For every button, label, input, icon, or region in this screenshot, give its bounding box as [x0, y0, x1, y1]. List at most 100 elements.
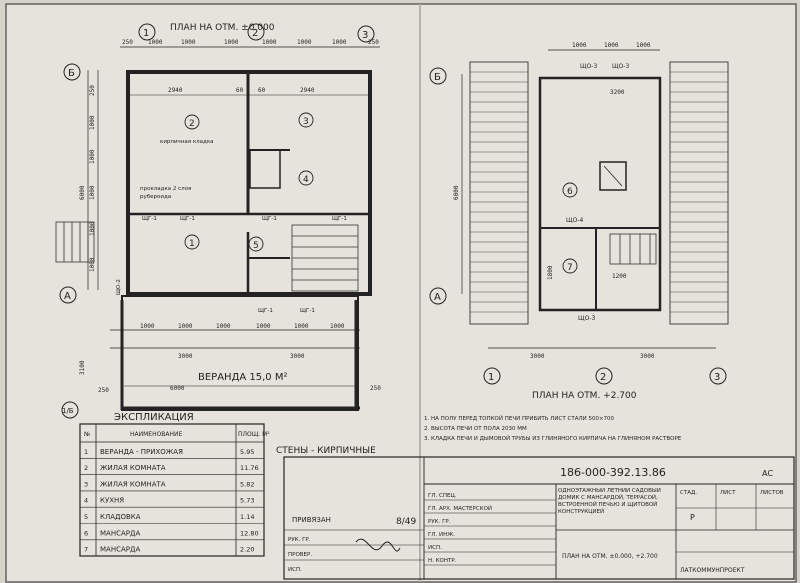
right-axis-b: Б	[429, 67, 447, 85]
sig-row-2: ИСП.	[288, 567, 302, 573]
right-axis-1: 1	[483, 367, 501, 385]
row-name: ЖИЛАЯ КОМНАТА	[100, 464, 166, 472]
svg-text:1000: 1000	[178, 323, 193, 330]
svg-text:1000: 1000	[572, 42, 587, 49]
svg-text:60: 60	[258, 87, 266, 94]
svg-text:1000: 1000	[297, 39, 312, 46]
row-number: 7	[84, 546, 88, 554]
stair-right	[609, 233, 657, 265]
panel-2: ЩГ-1	[180, 216, 195, 222]
svg-text:3: 3	[303, 117, 309, 127]
title-block: 186-000-392.13.86 АС ОДНОЭТАЖНЫЙ ЛЕТНИЙ …	[283, 456, 795, 580]
row-area: 5.73	[240, 497, 254, 505]
sig-row-1: ПРОВЕР.	[288, 552, 312, 558]
approved-label: ПРИВЯЗАН	[292, 516, 331, 524]
svg-text:5: 5	[253, 241, 259, 251]
svg-text:1000: 1000	[636, 42, 651, 49]
right-plan: Б А 1000 1000 1000 6000	[429, 42, 729, 401]
svg-text:3: 3	[362, 30, 368, 41]
left-plan-title: ПЛАН НА ОТМ. ±0.000	[170, 23, 275, 33]
svg-text:Б: Б	[434, 72, 441, 83]
svg-text:1000: 1000	[332, 39, 347, 46]
note-roofing: рубероида	[140, 194, 171, 200]
stage-label: СТАД.	[680, 490, 697, 496]
svg-text:Б: Б	[68, 68, 75, 79]
svg-text:1000: 1000	[604, 42, 619, 49]
row-area: 5.95	[240, 448, 254, 456]
svg-text:3100: 3100	[79, 360, 86, 375]
svg-text:1000: 1000	[181, 39, 196, 46]
row-area: 2.20	[240, 546, 254, 554]
svg-text:2: 2	[600, 372, 606, 383]
stamp-description: ОДНОЭТАЖНЫЙ ЛЕТНИЙ САДОВЫЙ ДОМИК С МАНСА…	[558, 488, 661, 515]
svg-text:3: 3	[714, 372, 720, 383]
svg-text:3000: 3000	[178, 353, 193, 360]
svg-text:1000: 1000	[294, 323, 309, 330]
svg-text:2940: 2940	[300, 87, 315, 94]
row-name: МАНСАРДА	[100, 546, 140, 554]
svg-text:3200: 3200	[610, 89, 625, 96]
label-shchO4: ЩО-4	[566, 217, 583, 224]
staff-2: РУК. ГР.	[428, 519, 451, 525]
label-shchO3-c: ЩО-3	[578, 315, 595, 322]
svg-text:2: 2	[252, 28, 258, 39]
svg-text:250: 250	[368, 39, 379, 46]
row-number: 4	[84, 497, 88, 505]
stove	[249, 149, 281, 189]
sig-row-0: РУК. ГР.	[288, 537, 311, 543]
svg-text:60: 60	[236, 87, 244, 94]
room-1: 1	[184, 234, 200, 250]
right-axis-a: А	[429, 287, 447, 305]
right-plan-title: ПЛАН НА ОТМ. +2.700	[532, 391, 637, 401]
signature-scribble	[355, 538, 401, 552]
svg-text:1: 1	[189, 239, 195, 249]
outer-walls	[126, 70, 372, 296]
sheet-label: ЛИСТ	[720, 490, 736, 496]
left-axis-corner: 1/Б	[61, 401, 79, 419]
right-axis-3: 3	[709, 367, 727, 385]
veranda: 1000 1000 1000 1000 1000 1000 3000 3000 …	[79, 295, 381, 411]
svg-text:1000: 1000	[89, 115, 96, 130]
svg-text:3000: 3000	[640, 353, 655, 360]
staff-5: Н. КОНТР.	[428, 558, 457, 564]
stage-value: Р	[690, 513, 695, 522]
row-number: 3	[84, 480, 88, 488]
room-4: 4	[298, 170, 314, 186]
inventory-number: 8/49	[396, 517, 416, 527]
attic-walls	[538, 76, 662, 312]
svg-text:1/Б: 1/Б	[62, 407, 74, 415]
svg-text:А: А	[434, 292, 441, 303]
note-1: 1. НА ПОЛУ ПЕРЕД ТОПКОЙ ПЕЧИ ПРИБИТЬ ЛИС…	[424, 415, 615, 422]
row-number: 2	[84, 464, 88, 472]
svg-text:1: 1	[488, 372, 494, 383]
panel-4: ЩГ-1	[332, 216, 347, 222]
sheets-label: ЛИСТОВ	[760, 490, 784, 496]
row-area: 5.82	[240, 480, 254, 488]
svg-text:1000: 1000	[256, 323, 271, 330]
label-shchO3-a: ЩО-3	[580, 63, 597, 70]
svg-text:1000: 1000	[148, 39, 163, 46]
stamp-org: ЛАТКОММУНПРОЕКТ	[680, 567, 745, 574]
svg-text:7: 7	[567, 263, 573, 273]
walls-label: СТЕНЫ - КИРПИЧНЫЕ	[276, 446, 376, 456]
row-name: КЛАДОВКА	[100, 513, 141, 521]
svg-text:3000: 3000	[530, 353, 545, 360]
svg-text:250: 250	[370, 385, 381, 392]
svg-text:1200: 1200	[612, 273, 627, 280]
row-number: 6	[84, 529, 88, 537]
svg-text:4: 4	[303, 175, 309, 185]
general-notes: 1. НА ПОЛУ ПЕРЕД ТОПКОЙ ПЕЧИ ПРИБИТЬ ЛИС…	[424, 415, 682, 442]
svg-text:1000: 1000	[89, 185, 96, 200]
row-name: КУХНЯ	[100, 497, 124, 505]
svg-text:1000: 1000	[89, 257, 96, 272]
left-axis-b: Б	[63, 63, 81, 81]
col-name: НАИМЕНОВАНИЕ	[130, 431, 183, 438]
row-area: 12.80	[240, 529, 259, 537]
staff-4: ИСП.	[428, 545, 442, 551]
chimney	[599, 161, 627, 191]
svg-text:2940: 2940	[168, 87, 183, 94]
veranda-label: ВЕРАНДА 15,0 М²	[198, 372, 287, 383]
staff-1: ГЛ. АРХ. МАСТЕРСКОЙ	[428, 505, 492, 512]
svg-text:1000: 1000	[140, 323, 155, 330]
